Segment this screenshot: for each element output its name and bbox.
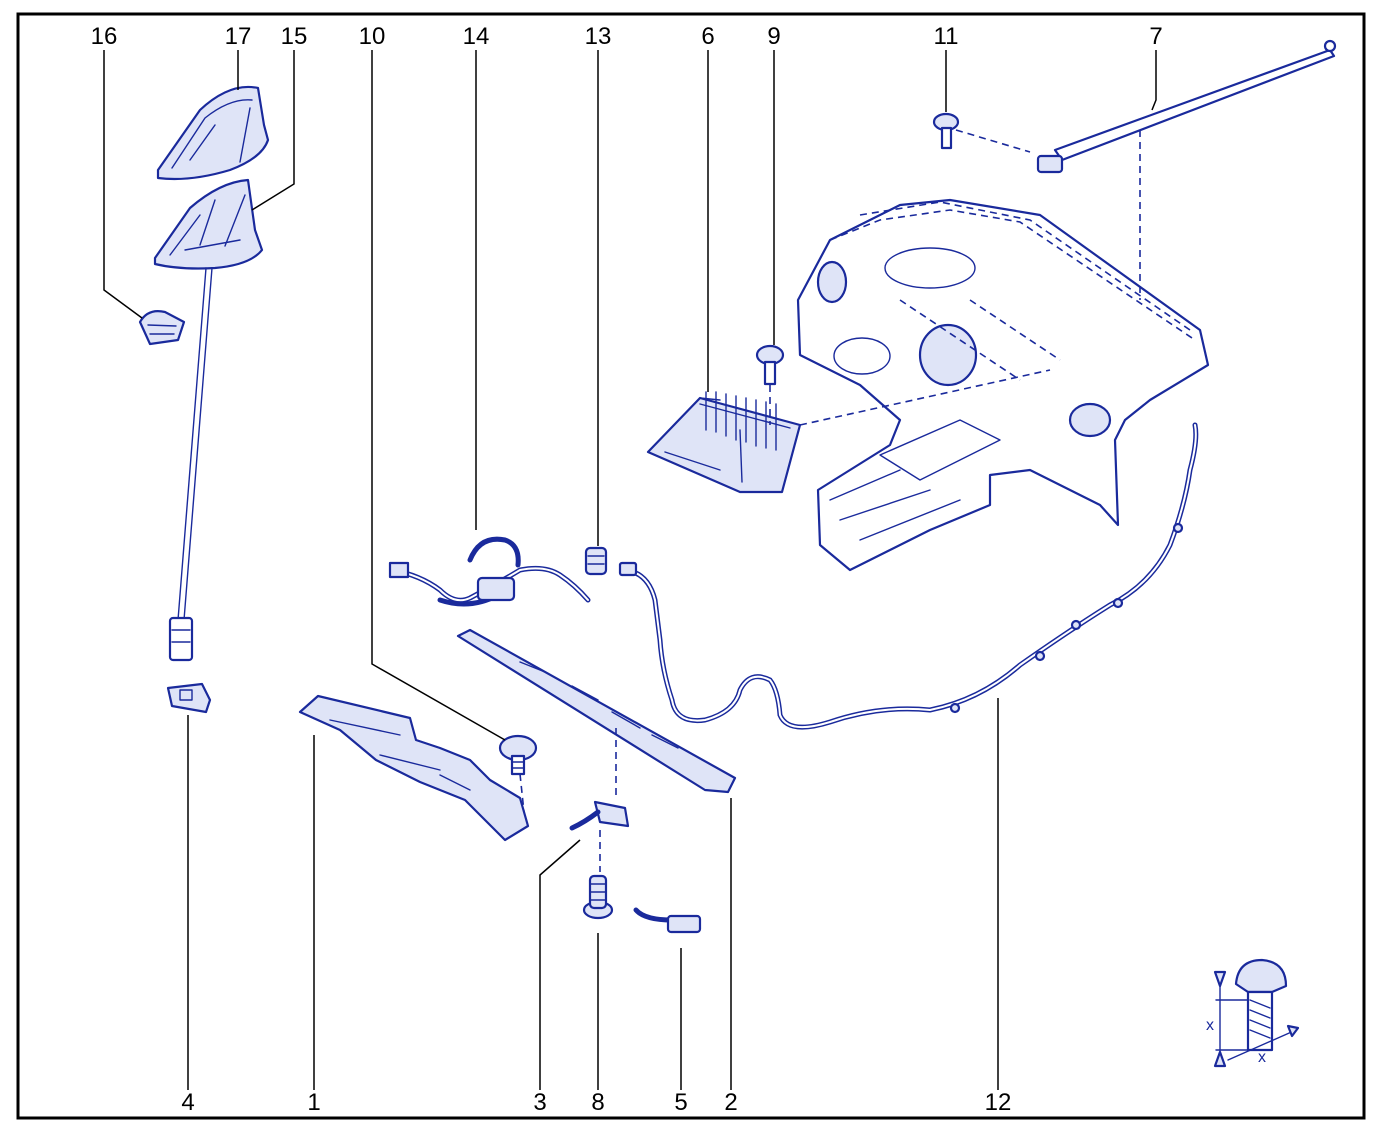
callout-16: 16 [91, 23, 118, 50]
leader-lines [103, 50, 1157, 1090]
callout-5: 5 [674, 1089, 687, 1116]
callout-15: 15 [281, 23, 308, 50]
callout-6: 6 [701, 23, 714, 50]
callout-10: 10 [359, 23, 386, 50]
callout-1: 1 [307, 1089, 320, 1116]
part-17-antenna-cover [156, 85, 270, 181]
part-15-antenna-base [153, 178, 264, 621]
callout-4: 4 [181, 1089, 194, 1116]
callout-3: 3 [533, 1089, 546, 1116]
dim-label-vertical: x [1206, 1017, 1214, 1034]
callout-labels: 16 17 15 10 14 13 6 9 11 7 4 1 3 8 5 2 1… [91, 23, 1163, 1116]
part-14-harness [388, 536, 591, 607]
part-antenna-cable-end [168, 616, 194, 662]
part-5-small-harness [633, 907, 702, 934]
assembly-guide-lines [519, 129, 1141, 872]
part-13-clip [584, 546, 608, 576]
part-9-screw [755, 344, 785, 386]
callout-7: 7 [1149, 23, 1162, 50]
part-16-seal [138, 310, 186, 346]
diagram-frame [16, 12, 1366, 1120]
callout-9: 9 [767, 23, 780, 50]
callout-11: 11 [934, 23, 959, 50]
part-12-main-cable [618, 422, 1199, 730]
part-11-screw [932, 112, 960, 150]
part-6-control-module [646, 391, 802, 494]
dim-label-horizontal: x [1258, 1049, 1266, 1066]
part-1-foam-pad [298, 694, 530, 842]
part-3-sensor [569, 800, 630, 831]
part-4-connector [166, 682, 212, 714]
part-7-wire-antenna [1036, 39, 1337, 174]
callout-14: 14 [463, 23, 490, 50]
part-2-bracket [456, 628, 737, 794]
torque-symbol: x x [1206, 958, 1300, 1068]
callout-8: 8 [591, 1089, 604, 1116]
callout-12: 12 [985, 1089, 1012, 1116]
dashboard-assembly [796, 198, 1210, 572]
callout-13: 13 [585, 23, 612, 50]
part-10-screw [498, 734, 538, 776]
part-8-bolt [582, 874, 614, 920]
callout-17: 17 [225, 23, 252, 50]
callout-2: 2 [724, 1089, 737, 1116]
